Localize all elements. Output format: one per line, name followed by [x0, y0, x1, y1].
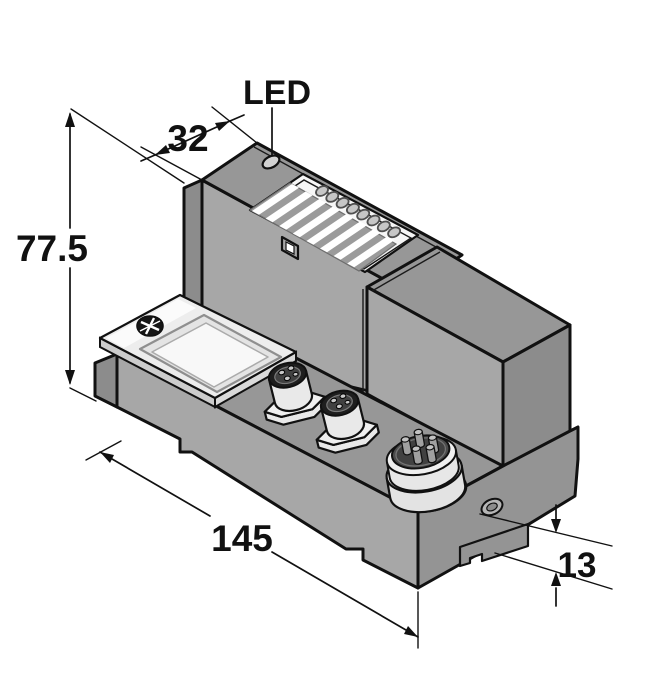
base-left-face — [93, 352, 119, 409]
led-window-ring — [387, 226, 402, 239]
led-window-ring — [335, 196, 350, 209]
dim-foot: 13 — [479, 504, 613, 607]
label-stripe — [333, 229, 381, 260]
led-window-ring — [345, 202, 360, 215]
m12-connector-2 — [315, 389, 380, 454]
dim-height-label: 77.5 — [16, 228, 88, 269]
dimension-annotations: LED 32 77.5 — [16, 74, 613, 649]
label-stripe — [347, 236, 395, 268]
label-stripes — [252, 184, 395, 268]
led-window-ring — [315, 185, 329, 197]
module-block — [362, 245, 572, 470]
led-label: LED — [243, 74, 311, 112]
plate-window-inner — [151, 322, 269, 388]
led-windows — [315, 185, 402, 239]
led-window-ring — [325, 191, 340, 203]
led-window-ring — [366, 214, 381, 227]
connector-pin-top — [413, 428, 423, 436]
led-callout: LED — [243, 74, 311, 156]
dim-length: 145 — [85, 440, 419, 649]
led-indicator — [261, 154, 281, 170]
dim-top-width: 32 — [140, 106, 258, 181]
power-connector-pins — [400, 428, 440, 465]
connector-pin-top — [427, 434, 437, 441]
plate-screw — [136, 315, 164, 337]
label-stripe — [279, 199, 327, 230]
led-window-ring — [356, 208, 371, 221]
led-window-ring — [376, 220, 391, 233]
connector-pin-top — [400, 436, 410, 443]
block-bevel — [371, 251, 441, 292]
connectors — [263, 361, 468, 514]
label-plate — [98, 293, 298, 409]
dim-foot-label: 13 — [558, 546, 597, 585]
base-front-face — [115, 352, 420, 590]
release-clip — [280, 235, 300, 261]
dim-height: 77.5 — [16, 108, 185, 402]
label-stripe — [320, 221, 367, 253]
m12-connector-1 — [263, 361, 328, 426]
label-stripe — [265, 191, 313, 223]
connector-pin-top — [425, 444, 435, 451]
label-stripe — [292, 206, 340, 238]
dim-length-label: 145 — [211, 518, 273, 559]
label-window — [248, 172, 420, 274]
power-connector — [385, 428, 468, 514]
mounting-hole — [480, 497, 504, 517]
connector-pin-top — [411, 445, 421, 452]
label-stripe — [306, 214, 354, 245]
din-foot-right — [458, 522, 530, 568]
label-stripe — [252, 184, 299, 215]
dim-top-width-label: 32 — [167, 118, 208, 159]
